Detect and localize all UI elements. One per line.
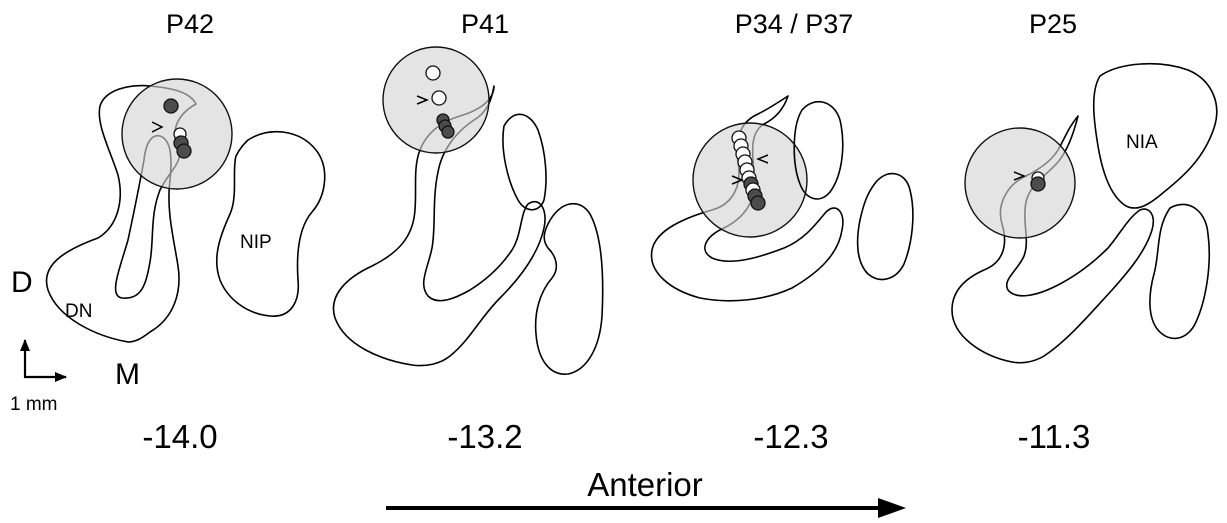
dn-label: DN [65, 301, 92, 322]
nip-outline [536, 204, 603, 375]
recording-field [965, 128, 1075, 238]
recording-site [426, 66, 440, 80]
recording-site [177, 144, 191, 158]
panel-title-p41: P41 [461, 9, 509, 39]
panel-title-p25: P25 [1029, 9, 1077, 39]
section-panel-p25 [952, 64, 1217, 363]
recording-site [432, 91, 446, 105]
nip-outline [217, 132, 325, 316]
nia-label: NIA [1126, 132, 1158, 153]
depth-label-p42: -14.0 [142, 418, 217, 455]
medial-label: M [115, 358, 140, 391]
scale-label: 1 mm [10, 394, 58, 415]
dorsal-label: D [11, 266, 33, 299]
depth-label-p41: -13.2 [447, 418, 522, 455]
anterior-axis-label: Anterior [587, 466, 703, 503]
nip-outline [858, 174, 913, 280]
anterior-arrowhead [878, 498, 906, 518]
panel-title-p34-p37: P34 / P37 [735, 9, 854, 39]
recording-site [442, 126, 454, 138]
section-panel-p41 [333, 47, 602, 374]
panel-title-p42: P42 [166, 9, 214, 39]
recording-site [1031, 177, 1045, 191]
recording-site [164, 99, 178, 113]
nip-fragment-outline [503, 114, 546, 209]
nip-label: NIP [240, 232, 272, 253]
depth-label-p34-p37: -12.3 [753, 418, 828, 455]
recording-site [751, 196, 765, 210]
depth-label-p25: -11.3 [1018, 418, 1091, 455]
section-panel-p34-p37 [652, 96, 913, 301]
nip-outline [1150, 204, 1209, 338]
